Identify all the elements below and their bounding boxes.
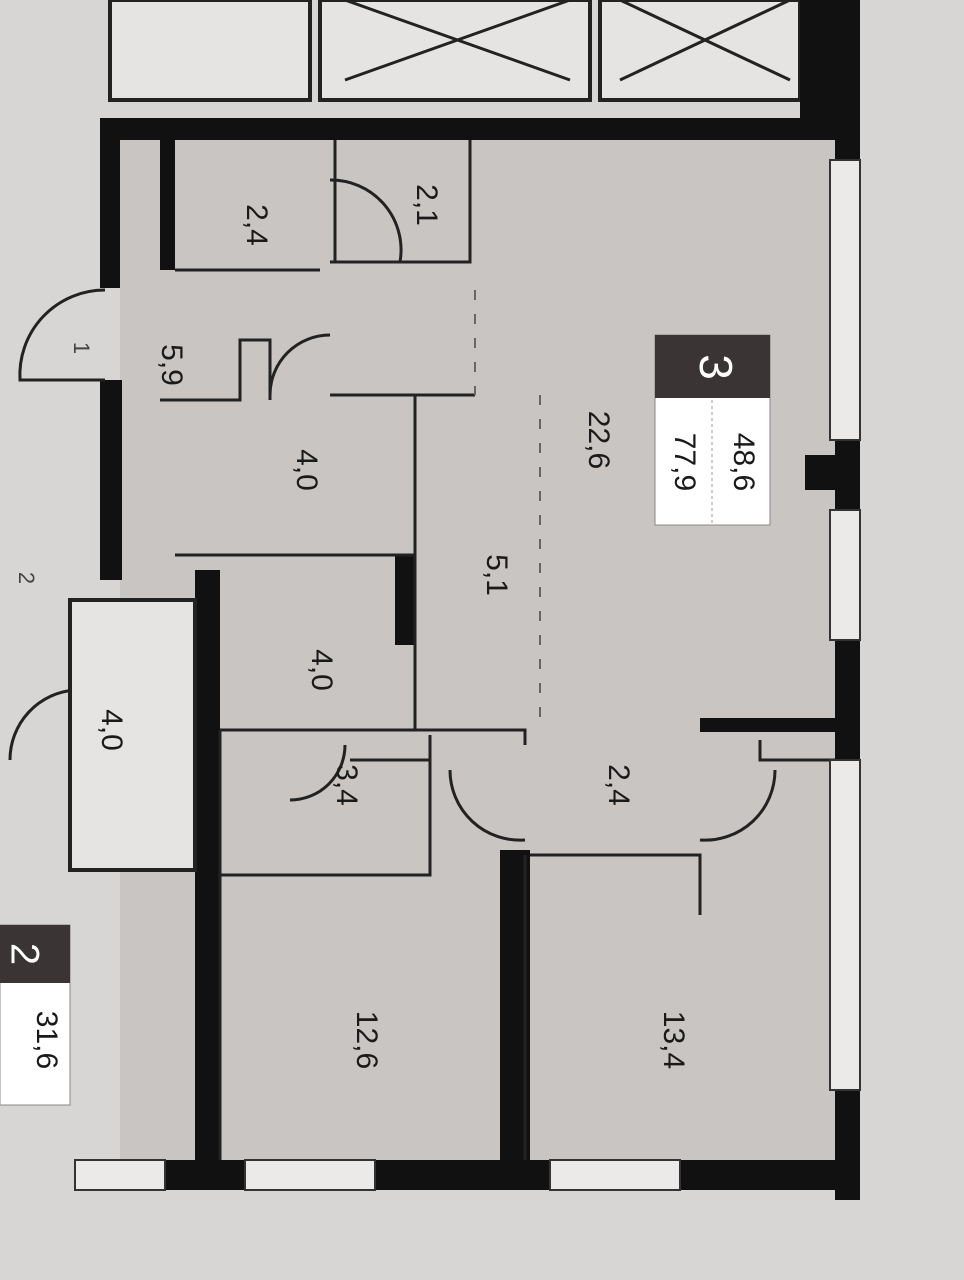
room-area-label: 4,0 (305, 649, 338, 691)
rooms-count: 3 (690, 354, 742, 380)
door-swings (8, 178, 777, 872)
room-area-label: 2,4 (602, 764, 635, 806)
room-area-label: 2,4 (240, 204, 273, 246)
room-area-label: 3,4 (330, 764, 363, 806)
living-area: 48,6 (727, 433, 760, 491)
room-area-label: 4,0 (290, 449, 323, 491)
room-area-label: 4,0 (95, 709, 128, 751)
total-area: 77,9 (668, 433, 701, 491)
room-fills (120, 140, 835, 1180)
rooms-count: 2 (2, 943, 46, 965)
living-area: 31,6 (30, 1011, 63, 1069)
apartment-badge: 3 48,6 77,9 (654, 334, 771, 526)
door-number: 2 (14, 572, 39, 584)
room-area-label: 12,6 (350, 1011, 383, 1069)
room-area-label: 13,4 (657, 1011, 690, 1069)
neighbor-apartment-badge: 2 31,6 (0, 924, 71, 1106)
room-area-label: 5,9 (155, 344, 188, 386)
elevator-shafts (108, 0, 860, 130)
door-number: 1 (69, 342, 94, 354)
windows (74, 159, 861, 1191)
room-area-label: 22,6 (582, 411, 615, 469)
room-area-label: 5,1 (480, 554, 513, 596)
room-area-label: 2,1 (410, 184, 443, 226)
